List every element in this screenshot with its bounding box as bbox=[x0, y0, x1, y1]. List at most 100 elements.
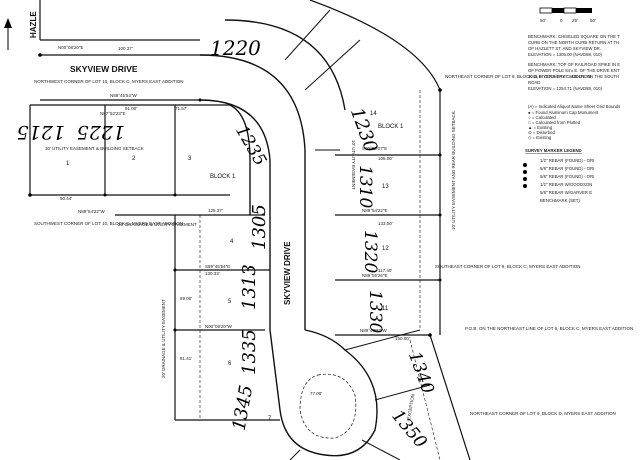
street-skyview-vertical: SKYVIEW DRIVE bbox=[283, 241, 292, 305]
address-1220: 1220 bbox=[210, 36, 261, 60]
address-1310: 1310 bbox=[355, 165, 375, 208]
abbrev-2: ○ = Calculated bbox=[528, 115, 556, 120]
bearing-8: N89°47'37"W bbox=[360, 328, 388, 333]
benchmark-notes: BENCHMARK: CHISELED SQUARE ON THE T CURB… bbox=[528, 34, 620, 91]
bearing-7: N89°55'26"E bbox=[362, 273, 388, 278]
bearing-0: N89°45'54"W bbox=[110, 93, 138, 98]
lot-12: 12 bbox=[382, 246, 389, 252]
benchmark-line-9: ELEVATION = 1254.71 (NAVD88, 010) bbox=[528, 86, 602, 91]
skyview-drive-row bbox=[199, 19, 378, 457]
abbrev-3: □ = Calculated from Plotted bbox=[528, 120, 581, 125]
easement-drainage-vertical: 20' DRAINAGE & UTILITY EASEMENT bbox=[161, 299, 166, 378]
north-arrow-icon bbox=[4, 18, 12, 50]
corner-ne-lot8: NORTHEAST CORNER OF LOT 8, BLOCK D, MYER… bbox=[445, 74, 591, 79]
street-hazle: HAZLE bbox=[29, 11, 38, 38]
lot-1: 1 bbox=[66, 161, 70, 167]
address-1320: 1320 bbox=[360, 230, 380, 273]
corner-sw-lot10: SOUTHWEST CORNER OF LOT 10, BLOCK C, MYE… bbox=[34, 221, 183, 226]
legend-title: SURVEY MARKER LEGEND bbox=[525, 148, 582, 153]
corner-pob: P.O.B. ON THE NORTHEAST LINE OF LOT 9, B… bbox=[465, 326, 633, 331]
scale-bar: 50' 0 25' 50' bbox=[539, 7, 596, 23]
scale-label-3: 50' bbox=[590, 18, 596, 23]
address-1335: 1335 bbox=[239, 329, 260, 375]
benchmark-line-5: BENCHMARK: TOP OF RAILROAD SPIKE IN E bbox=[528, 62, 620, 67]
address-1215: 1215 bbox=[17, 121, 65, 143]
lot-lines bbox=[284, 9, 431, 460]
easement-drainage: 20' DRAINAGE & UTILITY EASEMENT bbox=[118, 222, 197, 227]
benchmark-line-8: ROAD bbox=[528, 80, 540, 85]
distance-6: 117.40' bbox=[378, 268, 392, 273]
lot-numbers: 1 2 3 4 5 6 7 14 13 12 11 bbox=[66, 111, 389, 422]
legend-item-1: 5/8" REBAR (FOUND) - ORI bbox=[540, 166, 594, 171]
lot-4: 4 bbox=[230, 239, 234, 245]
scale-label-1: 0 bbox=[560, 18, 563, 23]
easement-utility-mid: 10' UTILITY EASEMENT bbox=[351, 140, 356, 190]
street-skyview-top: SKYVIEW DRIVE bbox=[70, 64, 138, 74]
distance-3: 71.57' bbox=[175, 106, 187, 111]
corner-ne-lot9: NORTHEAST CORNER OF LOT 9, BLOCK D, MYER… bbox=[470, 411, 616, 416]
scale-label-2: 25' bbox=[572, 18, 578, 23]
legend-item-3: 1/2" REBAR W/GOODSON bbox=[540, 182, 592, 187]
block-label-right: BLOCK 1 bbox=[378, 124, 404, 130]
distance-9: 69.00' bbox=[180, 296, 192, 301]
address-1225: 1225 bbox=[77, 121, 125, 143]
abbrev-1: ● = Found Aluminum Cap Monument bbox=[528, 110, 599, 115]
bearing-9: N87°52'23"E bbox=[100, 111, 126, 116]
lot-14: 14 bbox=[370, 111, 377, 117]
bullet-dot-icon bbox=[523, 163, 527, 167]
bearing-1: N00°08'20"E bbox=[58, 45, 84, 50]
abbrev-5: ⊙ = Disturbed bbox=[528, 130, 555, 135]
lot-11: 11 bbox=[382, 306, 389, 312]
legend-item-4: 5/8" REBAR W/GARVER E bbox=[540, 190, 592, 195]
block-label-left: BLOCK 1 bbox=[210, 174, 236, 180]
distance-7: 133.00' bbox=[378, 221, 393, 226]
abbrev-6: ◇ = Existing bbox=[528, 135, 552, 140]
bullet-dot-icon bbox=[523, 184, 527, 188]
address-1330: 1330 bbox=[365, 290, 385, 333]
benchmark-line-0: BENCHMARK: CHISELED SQUARE ON THE T bbox=[528, 34, 620, 39]
distance-2: 50.44' bbox=[60, 196, 72, 201]
benchmark-line-1: CURB ON THE NORTH CURB RETURN AT TH bbox=[528, 40, 619, 45]
lot-2: 2 bbox=[132, 156, 136, 162]
bullet-dot-icon bbox=[523, 177, 527, 181]
legend-item-2: 5/8" REBAR (FOUND) - ORI bbox=[540, 174, 594, 179]
lot-3: 3 bbox=[188, 156, 192, 162]
boundary-lines bbox=[29, 0, 471, 460]
distance-0: 100.37' bbox=[118, 46, 133, 51]
distance-1: 91.00' bbox=[125, 106, 137, 111]
easement-exception: EXCEPTION bbox=[406, 394, 415, 420]
easement-notes: 30' UTILITY EASEMENT & BUILDING SETBACK … bbox=[45, 111, 456, 420]
monument-markers bbox=[28, 53, 442, 337]
corner-se-lot8: SOUTHEAST CORNER OF LOT 8, BLOCK C, MYER… bbox=[435, 264, 581, 269]
legend-item-0: 1/2" REBAR (FOUND) - ORI bbox=[540, 158, 594, 163]
lot-13: 13 bbox=[382, 184, 389, 190]
easement-utility-vertical: 10' UTILITY EASEMENT AND REAR BUILDING S… bbox=[451, 111, 456, 230]
easement-utility-left: 30' UTILITY EASEMENT & BUILDING SETBACK bbox=[45, 146, 144, 151]
bearing-4: N00°08'20"W bbox=[205, 324, 233, 329]
survey-marker-legend: SURVEY MARKER LEGEND 1/2" REBAR (FOUND) … bbox=[523, 148, 594, 203]
distance-11: 150.00' bbox=[395, 336, 410, 341]
benchmark-line-6: OF POWER POLE 84'± E. OF THE DRIVE ENT bbox=[528, 68, 620, 73]
distance-5: 130.33' bbox=[205, 271, 220, 276]
bearing-3: S89°45'54"E bbox=[205, 264, 230, 269]
distance-labels: 100.37' 91.00' 50.44' 71.57' 125.37' 130… bbox=[60, 46, 410, 396]
distance-10: 81.41' bbox=[180, 356, 192, 361]
bearing-6: N89°54'22"E bbox=[362, 208, 388, 213]
lot-6: 6 bbox=[228, 361, 232, 367]
bullet-dot-icon bbox=[523, 170, 527, 174]
distance-4: 125.37' bbox=[208, 208, 223, 213]
bearing-2: N89°54'22"W bbox=[78, 209, 106, 214]
bearing-labels: N89°45'54"W N00°08'20"E N89°54'22"W S89°… bbox=[58, 45, 388, 333]
distance-12: 77.00' bbox=[310, 391, 322, 396]
corner-notes: NORTHWEST CORNER OF LOT 10, BLOCK C, MYE… bbox=[34, 74, 633, 416]
benchmark-line-2: OF HAZLETT ST. AND SKYVIEW DR. bbox=[528, 46, 601, 51]
bearing-5: S00°08'07"E bbox=[362, 146, 387, 151]
abbrev-legend: (A) = Indicated Aliquot Name Sheet Grid … bbox=[528, 104, 620, 140]
benchmark-line-7: 1045 E. COUNTRY CLUB LN. ON THE SOUTH bbox=[528, 74, 619, 79]
lot-5: 5 bbox=[228, 299, 232, 305]
scale-label-0: 50' bbox=[540, 18, 546, 23]
address-1305: 1305 bbox=[249, 204, 270, 250]
lot-7: 7 bbox=[268, 416, 272, 422]
abbrev-0: (A) = Indicated Aliquot Name Sheet Grid … bbox=[528, 104, 620, 109]
